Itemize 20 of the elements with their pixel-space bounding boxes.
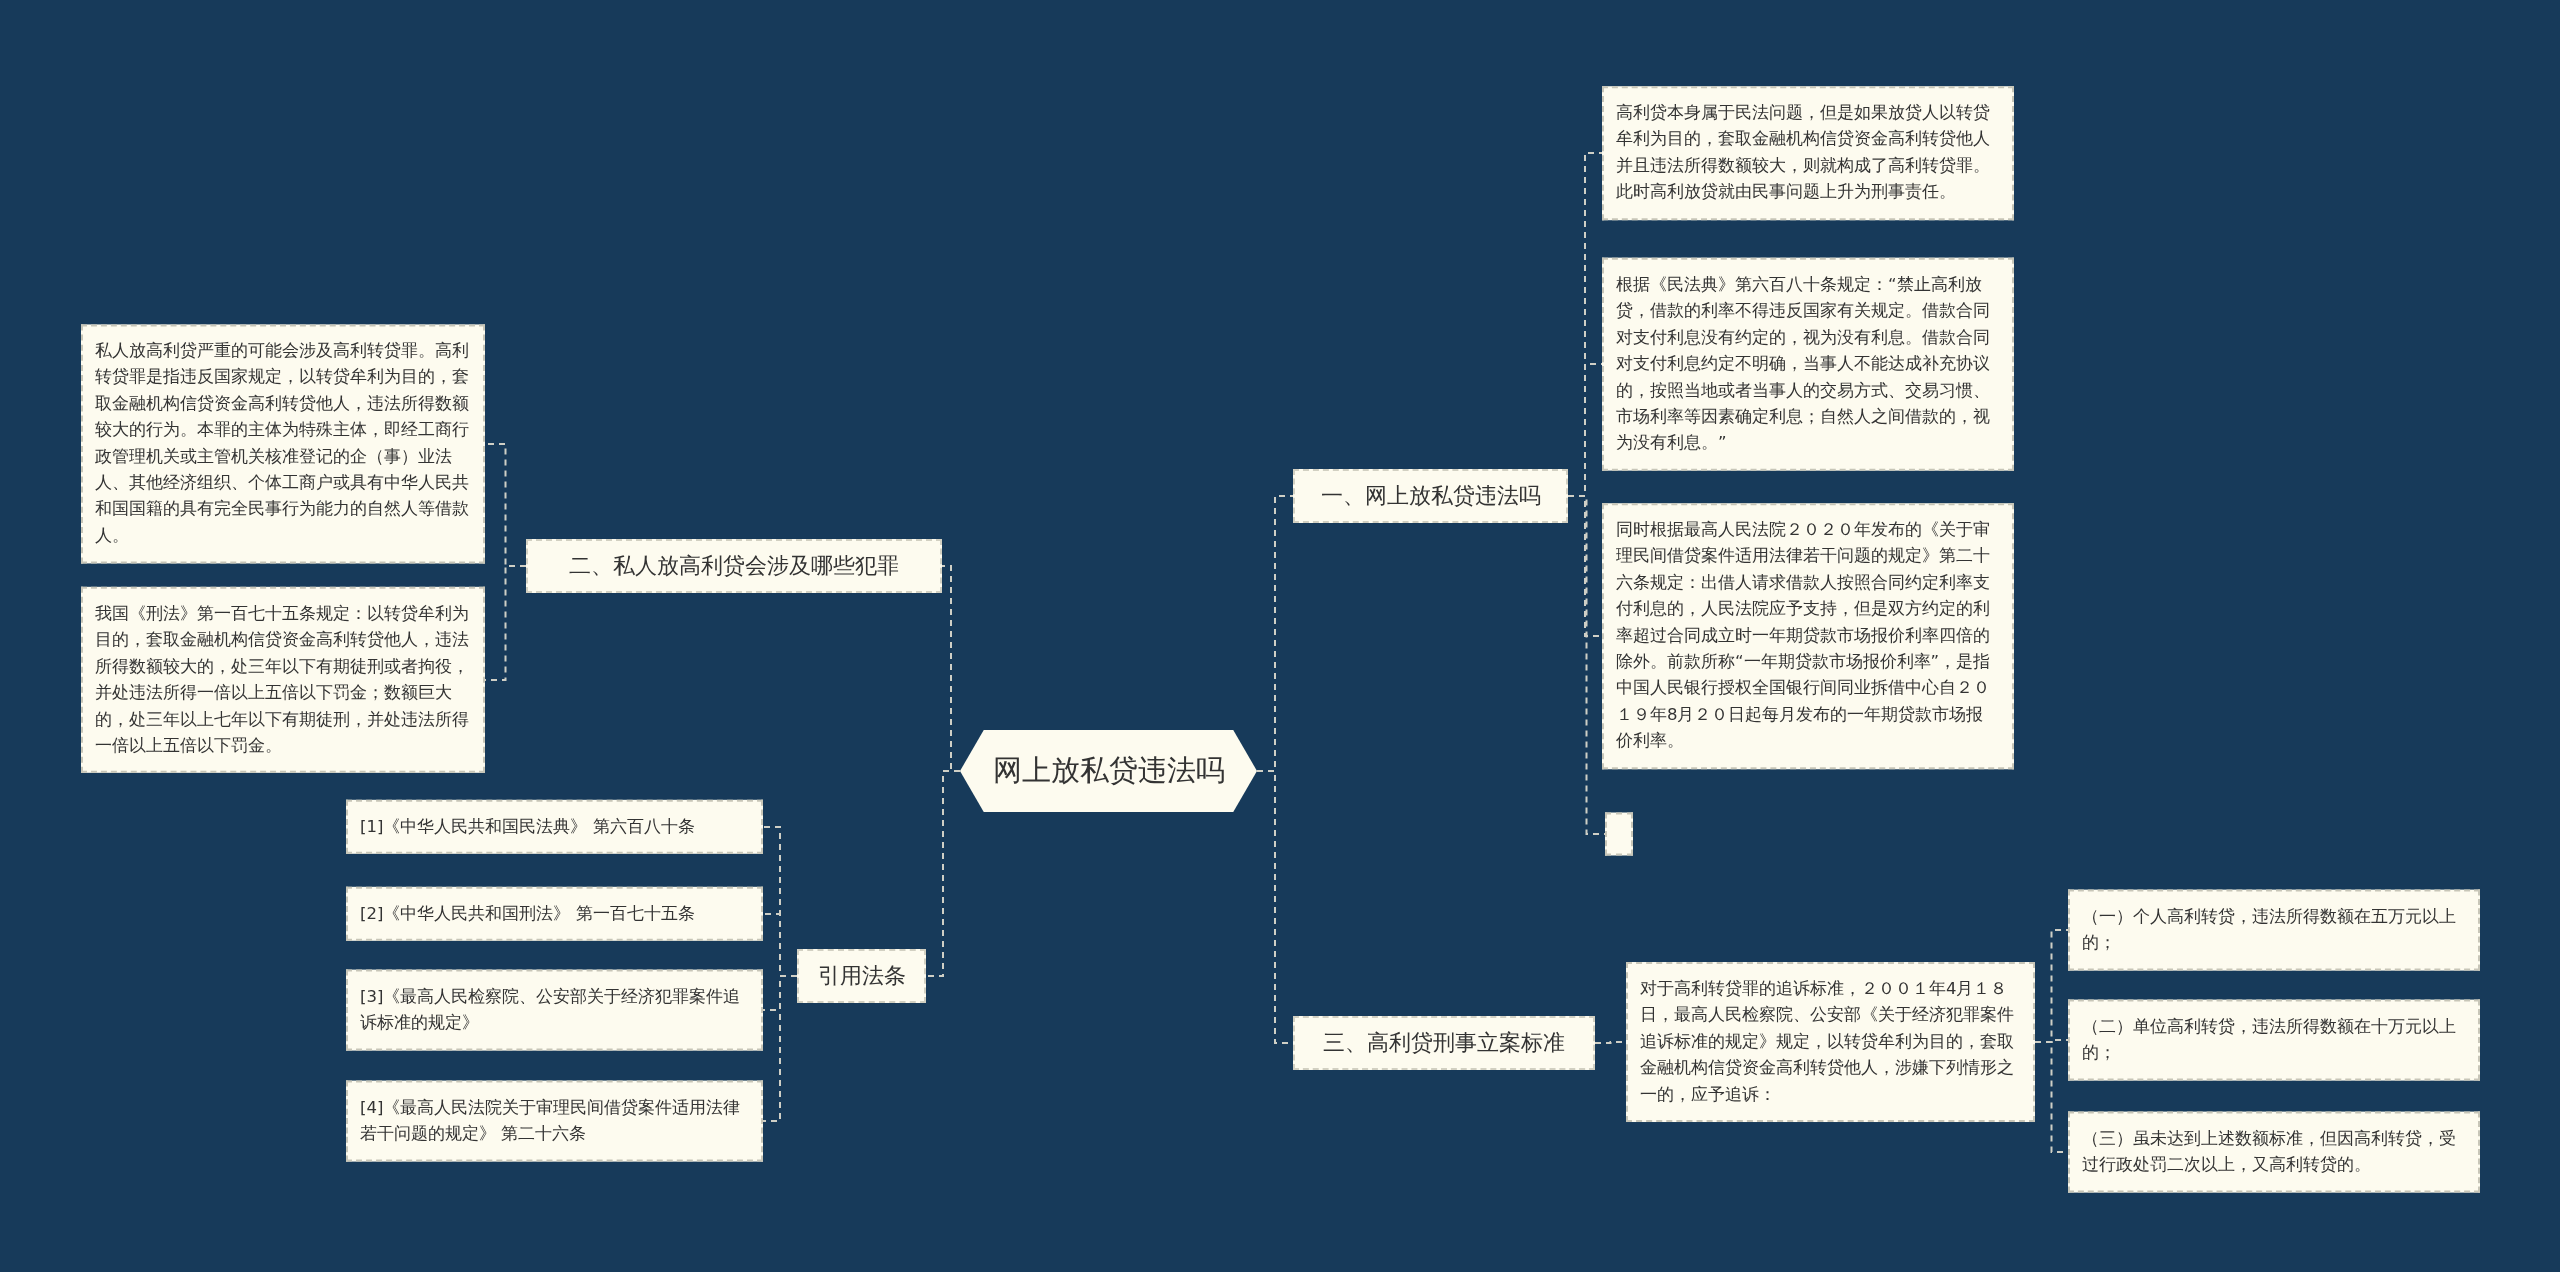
paragraph: [3]《最高人民检察院、公安部关于经济犯罪案件追诉标准的规定》 xyxy=(360,985,742,1034)
paragraph: （一）个人高利转贷，违法所得数额在五万元以上的； xyxy=(2082,905,2457,954)
paragraph: 我国《刑法》第一百七十五条规定：以转贷牟利为目的，套取金融机构信贷资金高利转贷他人，违法所得数额较大的，处三年以下有期徒刑或者拘役，并处违法所得一倍以上五倍以下罚金；数额巨大的，处三年以上七年以下有期徒刑，并处违法所得一倍以上五倍以下罚金。 xyxy=(95,602,470,757)
branch-label: 引用法条 xyxy=(817,962,906,990)
branch-label: 二、私人放高利贷会涉及哪些犯罪 xyxy=(569,552,899,580)
branch-label: 一、网上放私贷违法吗 xyxy=(1320,482,1541,510)
topic-title: 网上放私贷违法吗 xyxy=(992,752,1225,789)
paragraph: （三）虽未达到上述数额标准，但因高利转贷，受过行政处罚二次以上，又高利转贷的。 xyxy=(2082,1127,2457,1176)
paragraph: 高利贷本身属于民法问题，但是如果放贷人以转贷牟利为目的，套取金融机构信贷资金高利转贷他人并且违法所得数额较大，则就构成了高利转贷罪。此时高利放贷就由民事问题上升为刑事责任。 xyxy=(1616,102,1991,204)
paragraph: [1]《中华人民共和国民法典》 第六百八十条 xyxy=(360,815,696,838)
paragraph: [4]《最高人民法院关于审理民间借贷案件适用法律若干问题的规定》 第二十六条 xyxy=(360,1096,742,1145)
branch-label: 三、高利贷刑事立案标准 xyxy=(1323,1029,1565,1057)
dashed-connector xyxy=(762,975,798,1122)
paragraph: （二）单位高利转贷，违法所得数额在十万元以上的； xyxy=(2082,1015,2457,1064)
paragraph: 私人放高利贷严重的可能会涉及高利转贷罪。高利转贷罪是指违反国家规定，以转贷牟利为目的，套取金融机构信贷资金高利转贷他人，违法所得数额较大的行为。本罪的主体为特殊主体，即经工商行政管理机关或主管机关核准登记的企（事）业法人、其他经济组织、个体工商户或具有中华人民共和国国籍的具有完全民事行为能力的自然人等借款人。 xyxy=(95,340,470,548)
paragraph: 对于高利转贷罪的追诉标准，２００１年4月１８日，最高人民检察院、公安部《关于经济犯罪案件追诉标准的规定》规定，以转贷牟利为目的，套取金融机构信贷资金高利转贷他人，涉嫌下列情形之一的，应予追诉： xyxy=(1640,978,2015,1106)
paragraph: [2]《中华人民共和国刑法》 第一百七十五条 xyxy=(360,902,696,925)
paragraph: 同时根据最高人民法院２０２０年发布的《关于审理民间借贷案件适用法律若干问题的规定》第二十六条规定：出借人请求借款人按照合同约定利率支付利息的，人民法院应予支持，但是双方约定的利率超过合同成立时一年期贷款市场报价利率四倍的除外。前款所称“一年期贷款市场报价利率”，是指中国人民银行授权全国银行间同业拆借中心自２０１９年8月２０日起每月发布的一年期贷款市场报价利率。 xyxy=(1616,519,1992,753)
paragraph: 根据《民法典》第六百八十条规定：“禁止高利放贷，借款的利率不得违反国家有关规定。借款合同对支付利息没有约定的，视为没有利息。借款合同对支付利息约定不明确，当事人不能达成补充协议的，按照当地或者当事人的交易方式、交易习惯、市场利率等因素确定利息；自然人之间借款的，视为没有利息。” xyxy=(1616,273,1991,454)
dashed-connector xyxy=(925,770,961,977)
